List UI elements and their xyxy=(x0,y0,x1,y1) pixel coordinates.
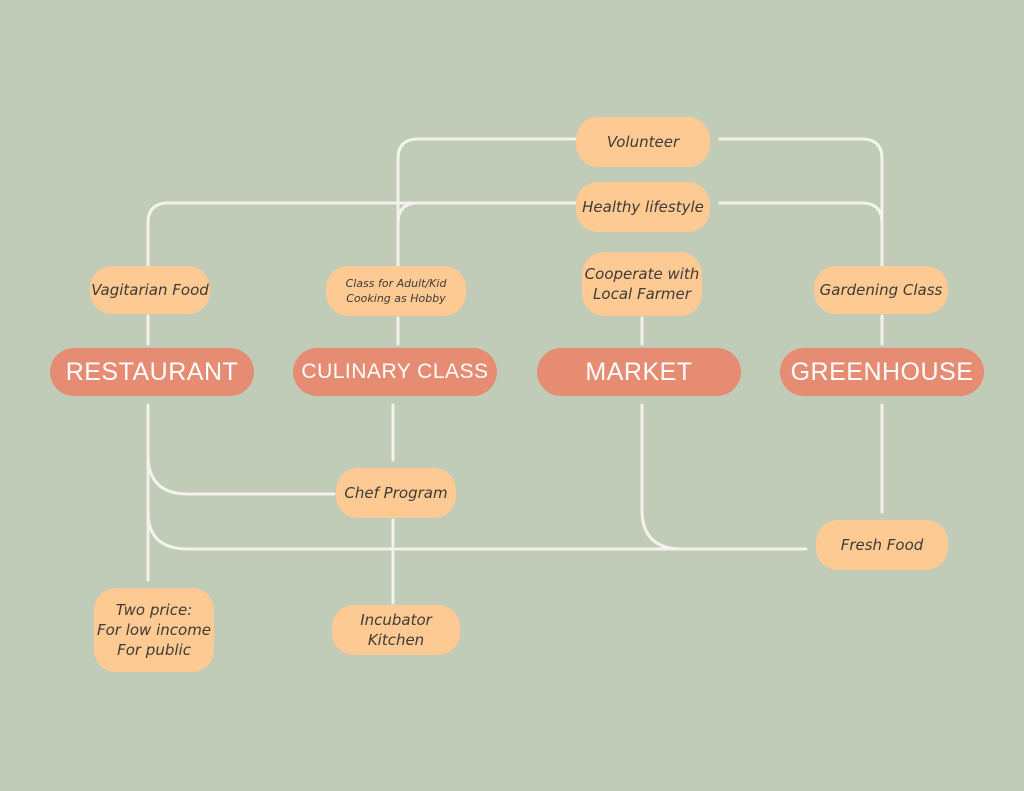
node-restaurant: RESTAURANT xyxy=(50,348,254,396)
node-class-adult-kid: Class for Adult/Kid Cooking as Hobby xyxy=(326,266,466,316)
link-healthy-restaurant xyxy=(146,201,577,268)
link-restaurant-chef xyxy=(146,453,336,496)
node-chef-program: Chef Program xyxy=(336,468,456,518)
link-volunteer-greenhouse xyxy=(718,137,884,268)
node-culinary-class: CULINARY CLASS xyxy=(293,348,497,396)
link-healthy-culinary xyxy=(396,201,577,279)
node-vegetarian-food: Vagitarian Food xyxy=(90,266,210,314)
link-market-fresh xyxy=(640,403,684,551)
node-cooperate-farmer: Cooperate with Local Farmer xyxy=(582,252,702,316)
node-incubator-kitchen: Incubator Kitchen xyxy=(332,605,460,655)
link-restaurant-fresh xyxy=(146,510,808,551)
node-two-price: Two price: For low income For public xyxy=(94,588,214,672)
link-healthy-greenhouse xyxy=(718,201,884,268)
node-fresh-food: Fresh Food xyxy=(816,520,948,570)
node-volunteer: Volunteer xyxy=(576,117,710,167)
link-volunteer-culinary xyxy=(396,137,577,279)
node-market: MARKET xyxy=(537,348,741,396)
node-greenhouse: GREENHOUSE xyxy=(780,348,984,396)
node-gardening-class: Gardening Class xyxy=(814,266,948,314)
node-healthy-lifestyle: Healthy lifestyle xyxy=(576,182,710,232)
